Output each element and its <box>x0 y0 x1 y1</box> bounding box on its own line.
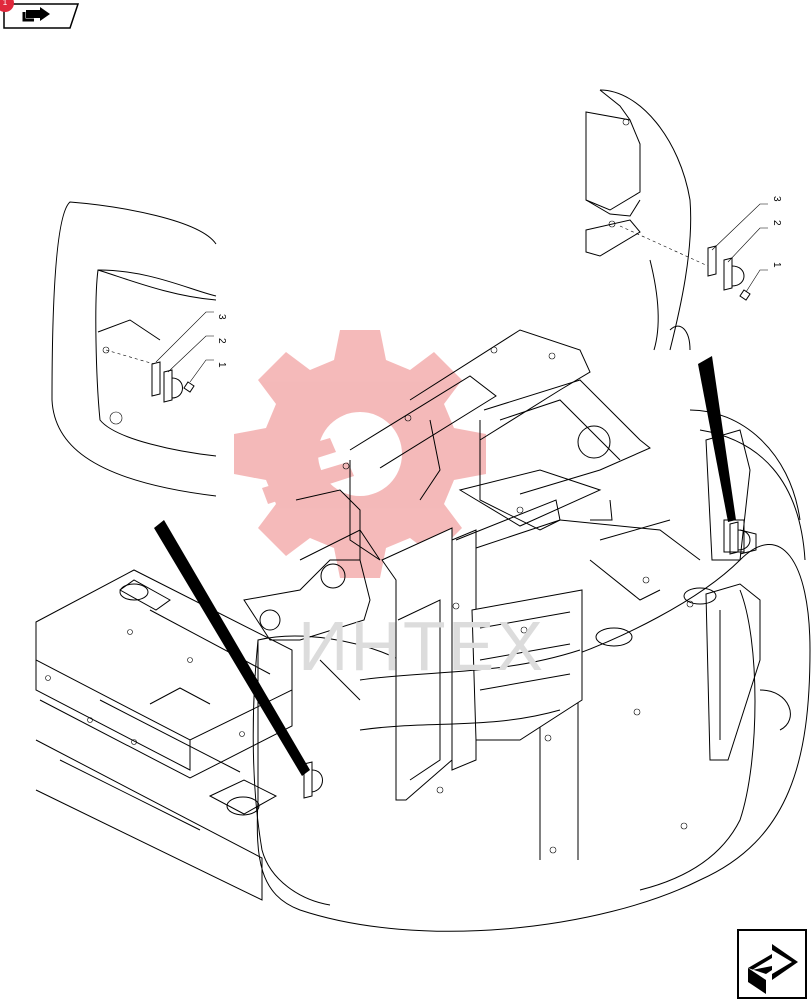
callout-left-1: 1 <box>216 362 227 368</box>
previous-page-button[interactable]: 1 <box>0 0 80 32</box>
upper-frame <box>295 329 701 608</box>
leader-arrows <box>154 356 736 776</box>
rear-pillar <box>705 429 761 761</box>
next-page-button[interactable] <box>736 928 808 1000</box>
callout-right-3: 3 <box>771 196 782 202</box>
page-badge: 1 <box>0 0 14 12</box>
installed-hooks <box>303 521 751 799</box>
callout-left-2: 2 <box>216 338 227 344</box>
callout-left-3: 3 <box>216 314 227 320</box>
cooler-panels <box>381 499 583 801</box>
detail-inset-right <box>585 89 768 351</box>
next-page-icon <box>737 929 807 999</box>
callout-right-2: 2 <box>771 220 782 226</box>
callout-right-1: 1 <box>771 262 782 268</box>
boom-mount <box>243 529 381 641</box>
hoses <box>319 649 581 731</box>
detail-inset-left <box>51 201 217 497</box>
previous-page-icon <box>3 3 80 29</box>
chassis-frame <box>35 569 293 901</box>
